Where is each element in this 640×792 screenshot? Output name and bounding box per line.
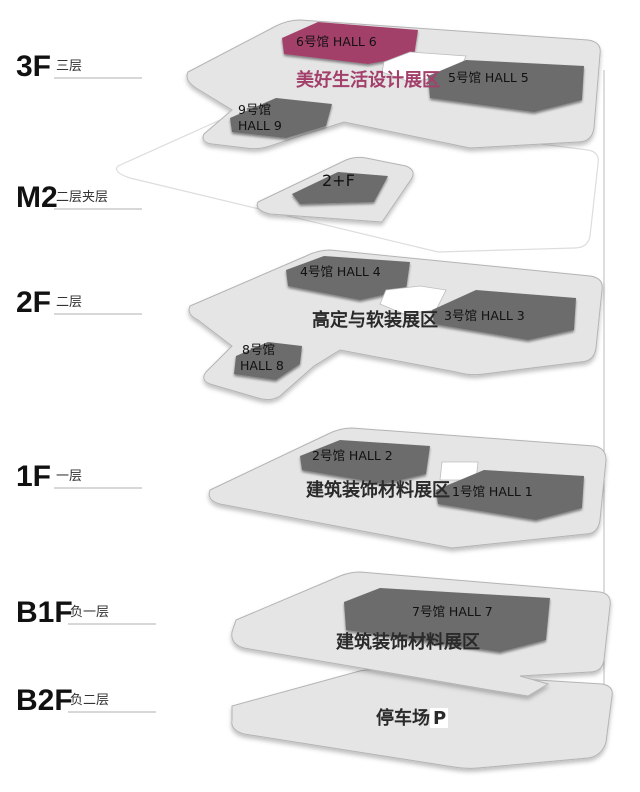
hall-4 [286, 256, 410, 300]
hall-2-label: 2号馆 HALL 2 [312, 448, 393, 463]
floor-cn-2f: 二层 [56, 295, 82, 310]
floor-cn-1f: 一层 [56, 469, 82, 484]
floor-code-b2f: B2F [16, 684, 73, 717]
hall-6 [282, 22, 418, 64]
floor-code-1f: 1F [16, 460, 51, 493]
legend-3f: 3F 三层 [16, 50, 142, 83]
legend-1f: 1F 一层 [16, 460, 142, 493]
hall-7-label: 7号馆 HALL 7 [412, 604, 493, 619]
floor-cn-b1f: 负一层 [70, 605, 109, 620]
hall-8-label-en: HALL 8 [240, 358, 284, 373]
hall-2 [300, 440, 430, 484]
hall-8 [234, 342, 302, 380]
legend-b1f: B1F 负一层 [16, 596, 156, 629]
floor-2f: 4号馆 HALL 4 3号馆 HALL 3 8号馆 HALL 8 高定与软装展区 [188, 249, 603, 401]
hall-8-label-cn: 8号馆 [242, 342, 275, 357]
hall-4-label: 4号馆 HALL 4 [300, 264, 381, 279]
floor-code-m2: M2 [16, 181, 58, 214]
floor-code-3f: 3F [16, 50, 51, 83]
floor-legend: 3F 三层 M2 二层夹层 2F 二层 1F 一层 B1F 负一层 B2F 负二… [16, 50, 156, 717]
floor-b1f: 7号馆 HALL 7 建筑装饰材料展区 [231, 571, 611, 697]
zone-label-1f: 建筑装饰材料展区 [306, 479, 450, 501]
hall-6-label: 6号馆 HALL 6 [296, 34, 377, 49]
floor-cn-m2: 二层夹层 [56, 190, 108, 205]
floor-1f: 2号馆 HALL 2 1号馆 HALL 1 建筑装饰材料展区 [208, 427, 607, 549]
floor-cn-3f: 三层 [56, 59, 82, 74]
hall-1-label: 1号馆 HALL 1 [452, 484, 533, 499]
floor-code-2f: 2F [16, 286, 51, 319]
floor-cn-b2f: 负二层 [70, 693, 109, 708]
hall-m2-label: 2+F [322, 171, 355, 190]
hall-5 [428, 60, 584, 112]
zone-label-b2f: 停车场 [376, 707, 430, 729]
floor-b2f: 停车场 P [231, 669, 613, 769]
legend-2f: 2F 二层 [16, 286, 142, 319]
hall-3 [432, 290, 576, 340]
zone-label-b1f: 建筑装饰材料展区 [336, 631, 480, 653]
parking-badge-label: P [433, 708, 446, 729]
hall-3-label: 3号馆 HALL 3 [444, 308, 525, 323]
zone-label-2f: 高定与软装展区 [312, 309, 438, 331]
parking-badge [430, 708, 448, 728]
hall-m2 [292, 172, 388, 204]
zone-label-3f: 美好生活设计展区 [296, 69, 440, 91]
legend-m2: M2 二层夹层 [16, 181, 142, 214]
hall-5-label: 5号馆 HALL 5 [448, 70, 529, 85]
legend-b2f: B2F 负二层 [16, 684, 156, 717]
floor-3f: 6号馆 HALL 6 5号馆 HALL 5 9号馆 HALL 9 美好生活设计展… [186, 19, 601, 150]
hall-1 [436, 470, 584, 520]
hall-9-label-cn: 9号馆 [238, 102, 271, 117]
hall-9 [230, 98, 332, 138]
floor-code-b1f: B1F [16, 596, 73, 629]
hall-9-label-en: HALL 9 [238, 118, 282, 133]
hall-7 [344, 588, 550, 652]
